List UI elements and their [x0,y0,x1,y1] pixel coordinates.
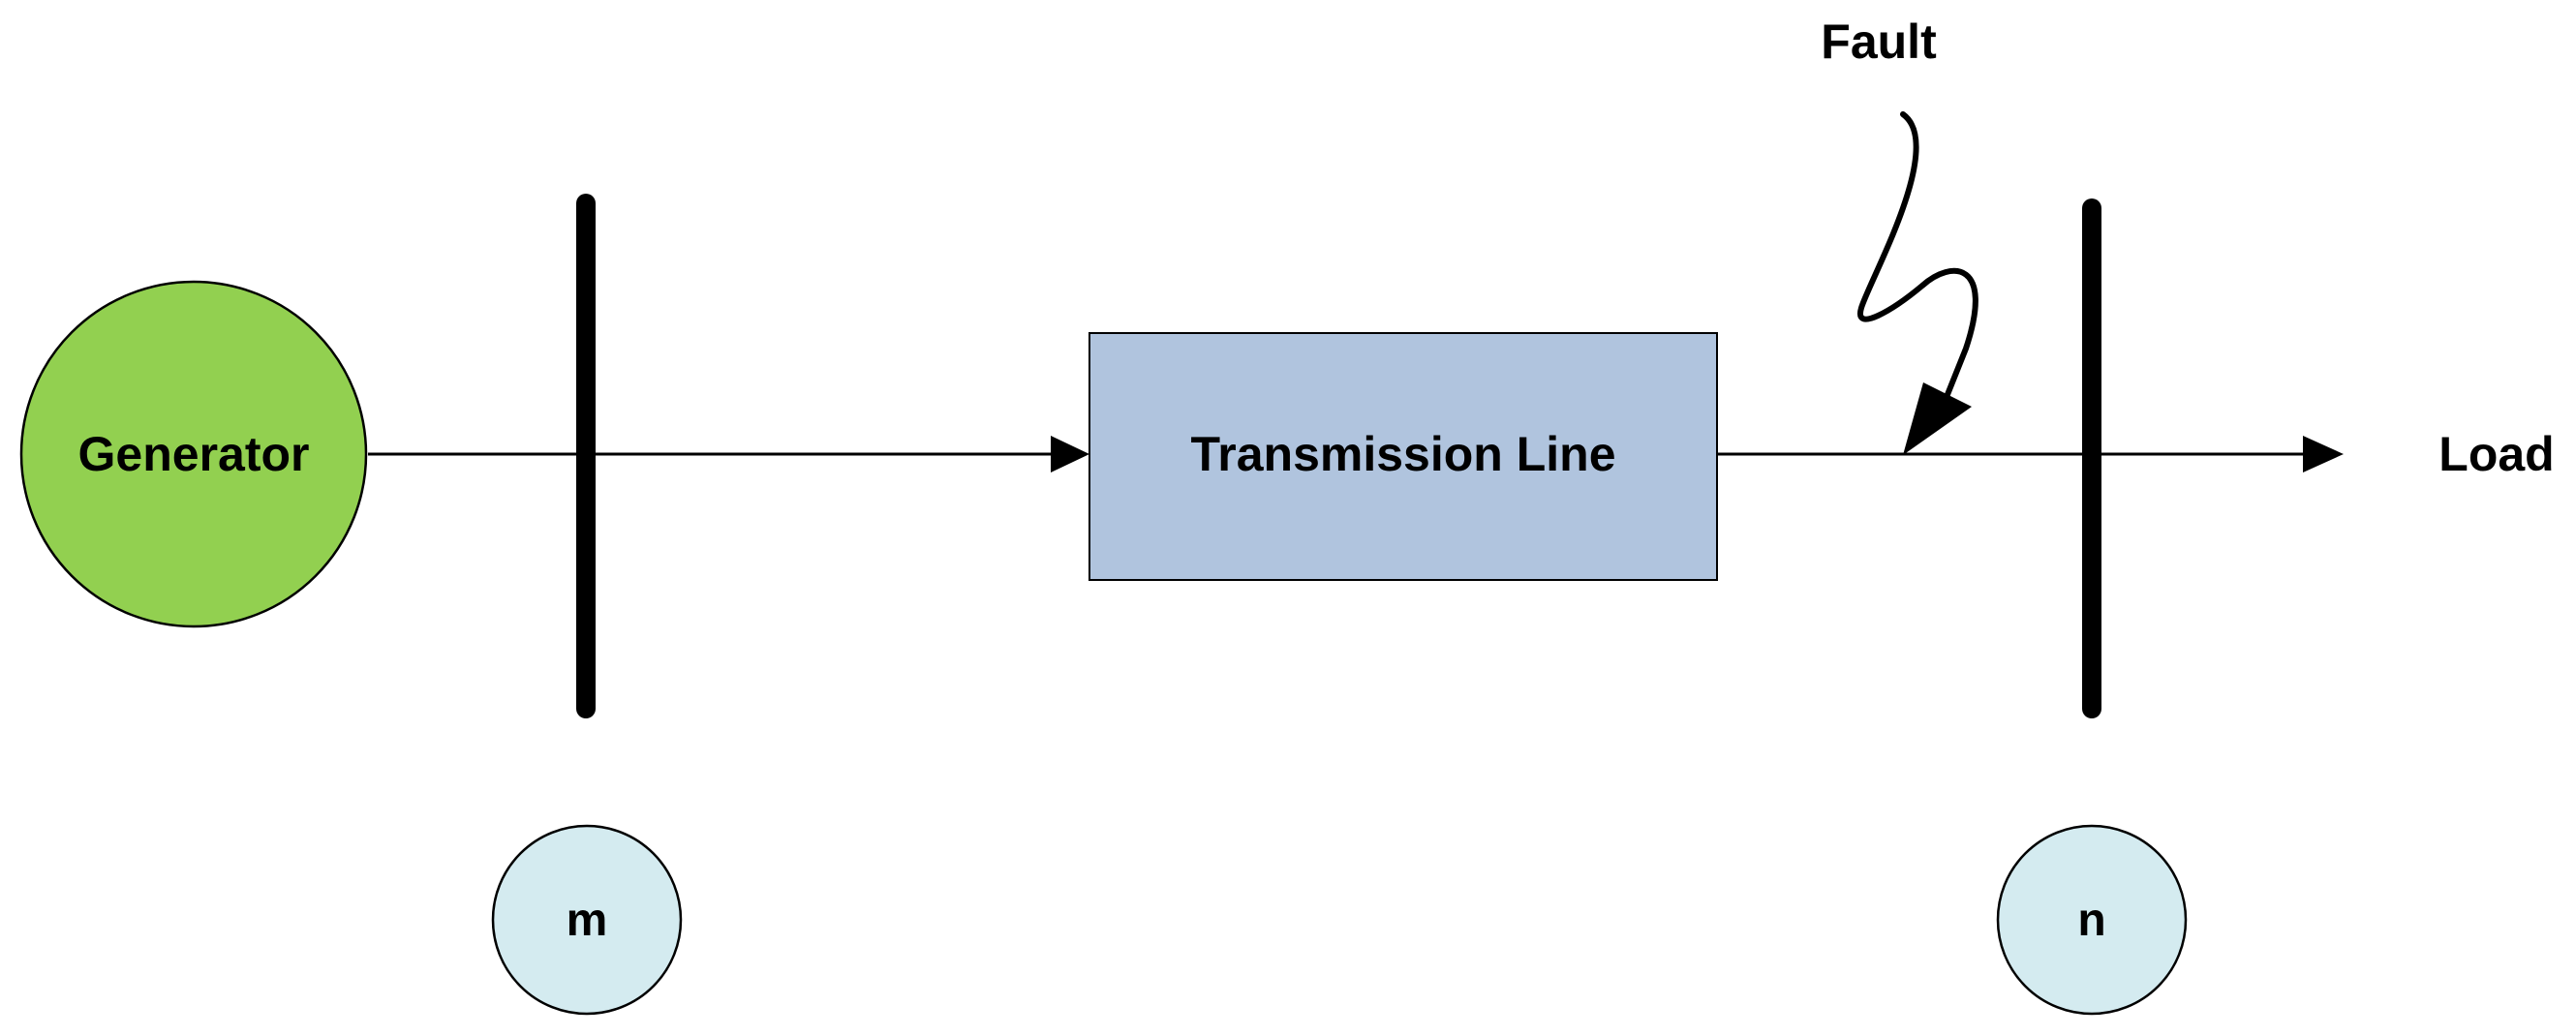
fault-lightning-icon [1857,111,1978,400]
fault-indicator: Fault [1821,15,1978,455]
generator-node: Generator [19,280,368,628]
bus-n-badge: n [1996,824,2188,1016]
arrowhead-to-load [2303,436,2344,472]
load-label: Load [2438,427,2554,481]
transmission-line-label: Transmission Line [1190,427,1615,481]
generator-circle [19,280,368,628]
bus-m-circle [491,824,683,1016]
transmission-line-box [1089,332,1718,581]
fault-label: Fault [1821,15,1937,69]
generator-label: Generator [78,427,310,481]
bus-n-circle [1996,824,2188,1016]
bus-n-label: n [2077,895,2105,946]
bus-m-badge: m [491,824,683,1016]
bus-m-label: m [567,895,608,946]
arrowhead-into-transmission-line [1051,436,1089,472]
fault-arrowhead [1903,382,1972,455]
transmission-line-block: Transmission Line [1089,332,1718,581]
